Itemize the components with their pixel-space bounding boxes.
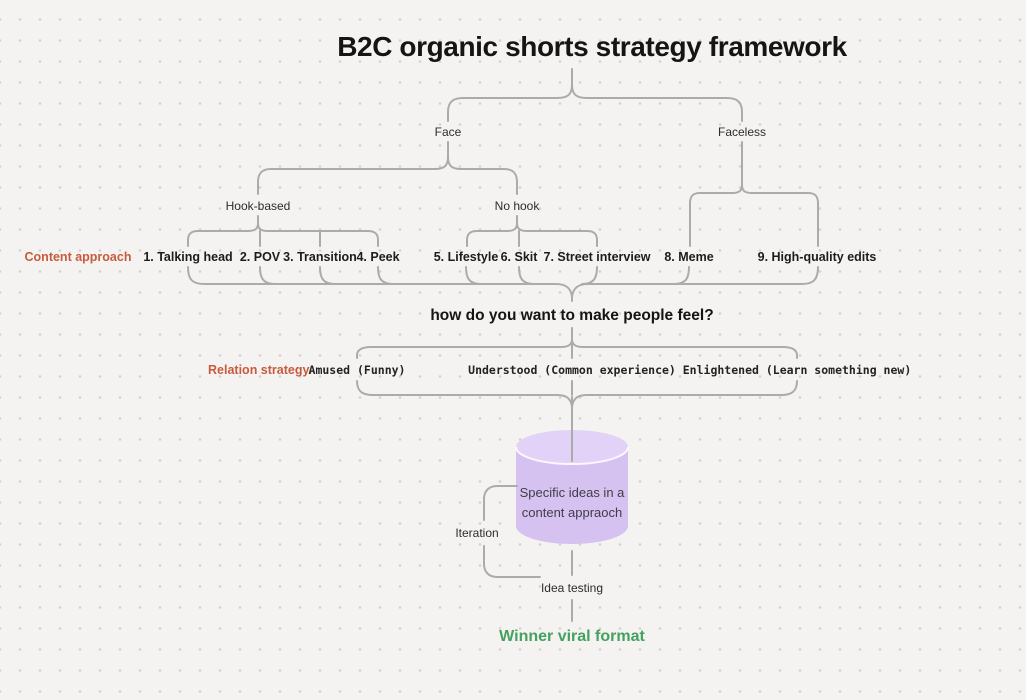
idea-testing-label: Idea testing [540,581,604,595]
connector-question-bar-left [356,338,573,359]
ideas-cylinder-label-line1: Specific ideas in a [519,485,625,500]
iteration-label: Iteration [455,526,499,540]
question-node: how do you want to make people feel? [430,307,714,324]
collector-left-rail [187,266,573,302]
relation-amused: Amused (Funny) [308,363,406,377]
collector-drop-4 [377,266,394,285]
collector-drop-3 [319,266,336,285]
connector-faceless-to-edits [741,184,819,247]
collector-right-rail [571,266,819,298]
collector-drop-6 [518,266,535,285]
connector-nohook-bar-left [466,222,518,247]
connector-title-to-face [447,84,573,122]
row-label-relation-strategy: Relation strategy. [208,363,312,377]
winner-label: Winner viral format [499,628,645,645]
relation-enlightened: Enlightened (Learn something new) [682,363,912,377]
collector-drop-2 [259,266,276,285]
node-no-hook: No hook [494,199,540,213]
diagram-title: B2C organic shorts strategy framework [337,31,847,62]
relation-understood: Understood (Common experience) [468,363,676,377]
connector-hookbased-bar-right [257,222,379,247]
row-label-content-approach: Content approach [24,250,132,264]
ideas-cylinder-lid-edge [515,446,629,465]
node-face: Face [434,125,462,139]
connector-hookbased-bar-left [187,222,259,247]
connector-question-bar-right [571,338,798,359]
relation-rail-left [356,380,573,408]
ideas-cylinder-label-line2: content appraoch [521,505,623,520]
connector-faceless-to-meme [689,184,743,247]
leaf-peek: 4. Peek [356,250,400,264]
node-hook-based: Hook-based [225,199,291,213]
iteration-loop-top [483,485,518,521]
ideas-cylinder-body [516,447,628,544]
iteration-loop-bottom [483,545,541,578]
leaf-lifestyle: 5. Lifestyle [433,250,499,264]
collector-drop-5 [465,266,482,285]
leaf-street-interview: 7. Street interview [543,250,651,264]
leaf-talking-head: 1. Talking head [143,250,233,264]
connector-face-to-nohook [447,156,518,195]
node-faceless: Faceless [717,125,767,139]
leaf-meme: 8. Meme [664,250,714,264]
ideas-cylinder-label: Specific ideas in a content appraoch [520,483,625,523]
connector-face-to-hookbased [257,156,449,195]
leaf-transition: 3. Transition [283,250,357,264]
leaf-pov: 2. POV [239,250,281,264]
connector-nohook-bar-right [516,222,598,247]
collector-drop-7 [581,266,598,285]
collector-drop-8 [673,266,690,285]
leaf-high-quality-edits: 9. High-quality edits [757,250,877,264]
relation-rail-right [571,380,798,408]
leaf-skit: 6. Skit [500,250,538,264]
connector-title-to-faceless [571,84,743,122]
